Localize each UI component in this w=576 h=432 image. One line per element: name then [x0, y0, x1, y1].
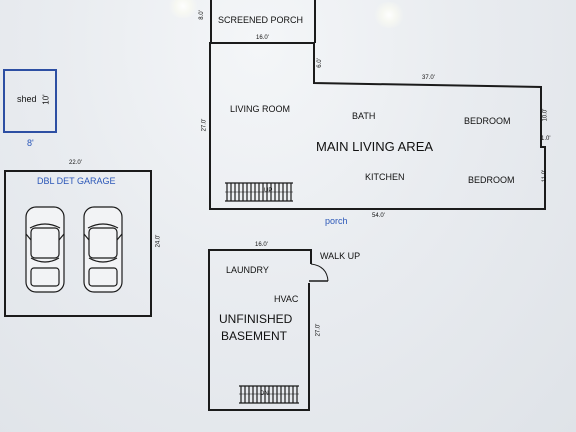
dimension-left: 27.0': [201, 118, 208, 132]
basement-outline: [208, 249, 329, 411]
basement-stair-mark: DN: [260, 391, 269, 397]
walk-up-label: WALK UP: [320, 251, 361, 261]
garage-depth-dimension: 24.0': [155, 234, 162, 248]
car-icon: [25, 206, 65, 293]
screened-porch-width-dimension: 16.0': [256, 35, 269, 41]
main-stair-mark: UP: [264, 188, 273, 194]
room-kitchen: KITCHEN: [365, 172, 405, 182]
dimension-right-upper: 10.0': [542, 108, 549, 122]
screened-porch-label: SCREENED PORCH: [218, 15, 304, 25]
double-detached-garage: [4, 170, 152, 317]
dimension-top-right: 37.0': [422, 75, 435, 81]
room-bedroom: BEDROOM: [468, 175, 515, 185]
room-bath: BATH: [352, 111, 376, 121]
shed: [3, 69, 57, 133]
main-living-area-title: MAIN LIVING AREA: [316, 139, 434, 154]
light-reflection: [166, 0, 200, 18]
shed-height-dimension: 10': [41, 94, 51, 105]
garage-width-dimension: 22.0': [69, 160, 82, 166]
basement-width-dimension: 16.0': [255, 242, 268, 248]
main-stairs: [225, 182, 293, 202]
room-hvac: HVAC: [274, 294, 299, 304]
dimension-right-notch: 1.0': [541, 136, 551, 142]
basement-title-line2: BASEMENT: [221, 329, 288, 343]
porch-label: porch: [325, 216, 348, 226]
basement-stairs: [239, 385, 299, 404]
dimension-right-lower: 11.0': [542, 169, 549, 183]
dimension-step: 6.0': [316, 58, 323, 68]
light-reflection: [372, 2, 406, 28]
basement-title-line1: UNFINISHED: [219, 312, 293, 326]
room-laundry: LAUNDRY: [226, 265, 269, 275]
basement-depth-dimension: 27.0': [315, 323, 322, 337]
room-bedroom: BEDROOM: [464, 116, 511, 126]
shed-width-dimension: 8': [27, 138, 34, 148]
dimension-bottom: 54.0': [372, 213, 385, 219]
car-icon: [83, 206, 123, 293]
garage-label: DBL DET GARAGE: [37, 176, 116, 186]
shed-label: shed: [17, 94, 37, 104]
room-living-room: LIVING ROOM: [230, 104, 291, 114]
